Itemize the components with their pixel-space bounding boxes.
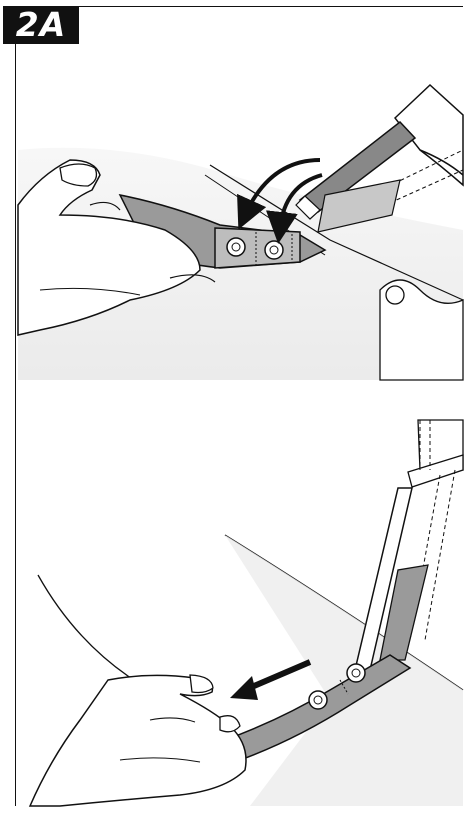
fold-arrows-icon [237, 158, 323, 244]
sleeve-icon [393, 83, 464, 187]
top-panel [17, 83, 464, 381]
hand-icon [17, 159, 216, 336]
pull-arrow-icon [230, 659, 312, 700]
pulling-hand-icon [28, 674, 247, 807]
figure-frame [15, 6, 463, 806]
rod-icon [295, 120, 417, 220]
strap-with-rivets-icon [223, 654, 412, 761]
bottom-panel [28, 419, 464, 807]
vertical-strap-icon [354, 419, 464, 671]
step-label: 2A [3, 6, 79, 44]
